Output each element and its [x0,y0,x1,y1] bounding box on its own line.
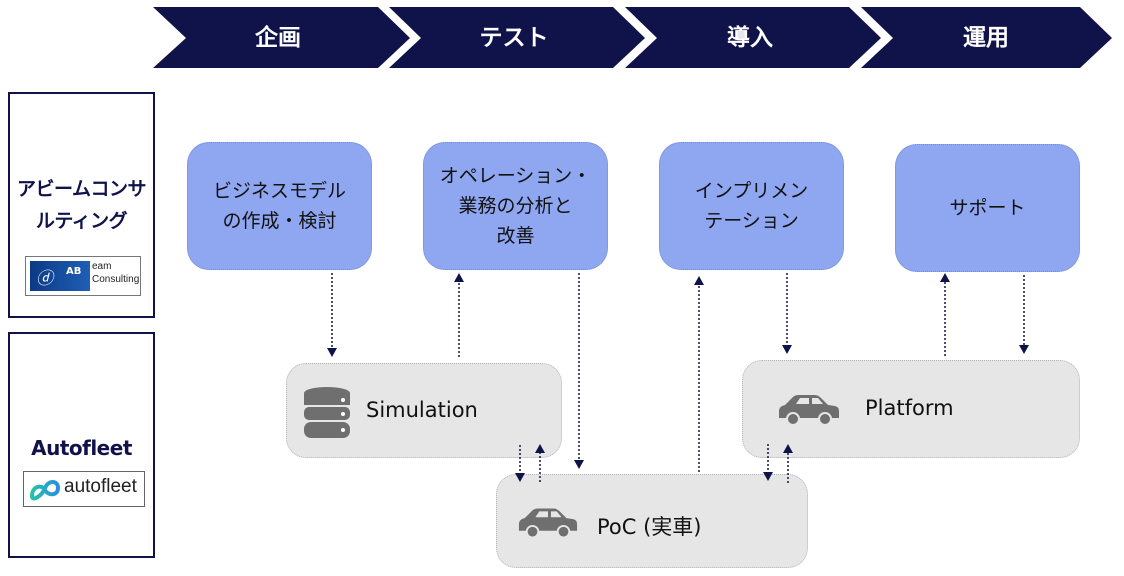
arrowhead-up [454,273,464,282]
org-name-abeam-line2: ルティング [35,210,128,232]
abeam-logo-text-2: Consulting [92,274,140,285]
phase-label-operate: 運用 [963,25,1009,51]
abeam-swoosh-icon: ⓓ [36,269,53,289]
system-poc: PoC (実車) [496,474,808,568]
task-support-line1: サポート [949,197,1026,219]
system-simulation-label: Simulation [366,398,478,422]
abeam-logo-text-1: eam [92,261,112,272]
task-business-model-line2: の作成・検討 [222,210,337,232]
system-platform-label: Platform [865,396,954,420]
arrowhead-down [782,345,792,354]
task-support: サポート [895,144,1080,272]
autofleet-infinity-icon [29,480,61,501]
phase-label-deploy: 導入 [727,25,773,51]
arrowhead-down [574,460,584,469]
system-simulation: Simulation [286,363,562,458]
arrowhead-down [1019,345,1029,354]
system-poc-label: PoC (実車) [597,515,702,539]
phase-chevrons [153,7,1112,68]
chevron-plan [153,7,410,68]
abeam-logo: ⓓ AB eam Consulting [25,256,141,296]
chevron-deploy [625,7,881,68]
task-implementation-line2: テーション [704,210,799,232]
task-operation-analysis-line2: 業務の分析と [458,195,573,217]
abeam-logo-mark: ⓓ AB [30,261,90,291]
task-operation-analysis-line1: オペレーション・ [439,165,592,187]
arrowhead-down [327,348,337,357]
arrowhead-up [694,276,704,285]
org-box-abeam: アビームコンサ ルティング ⓓ AB eam Consulting [8,92,155,318]
task-implementation: インプリメン テーション [659,142,844,270]
chevron-test [389,7,645,68]
task-operation-analysis: オペレーション・ 業務の分析と 改善 [423,142,608,270]
database-icon [304,387,350,438]
arrowhead-up [940,273,950,282]
org-name-abeam-line1: アビームコンサ [17,178,146,200]
org-box-autofleet: Autofleet autofleet [8,332,155,558]
chevron-operate [861,7,1112,68]
autofleet-logo-text: autofleet [64,476,137,497]
phase-label-plan: 企画 [255,25,301,51]
autofleet-logo: autofleet [23,471,145,507]
task-business-model-line1: ビジネスモデル [212,180,346,202]
task-business-model: ビジネスモデル の作成・検討 [187,142,372,270]
org-name-autofleet: Autofleet [31,436,132,460]
system-platform: Platform [742,360,1080,458]
phase-label-test: テスト [479,25,549,51]
task-implementation-line1: インプリメン [694,180,809,202]
car-icon [779,395,839,426]
task-operation-analysis-line3: 改善 [496,225,535,247]
car-icon [518,508,578,539]
abeam-mark-text: AB [66,266,82,277]
